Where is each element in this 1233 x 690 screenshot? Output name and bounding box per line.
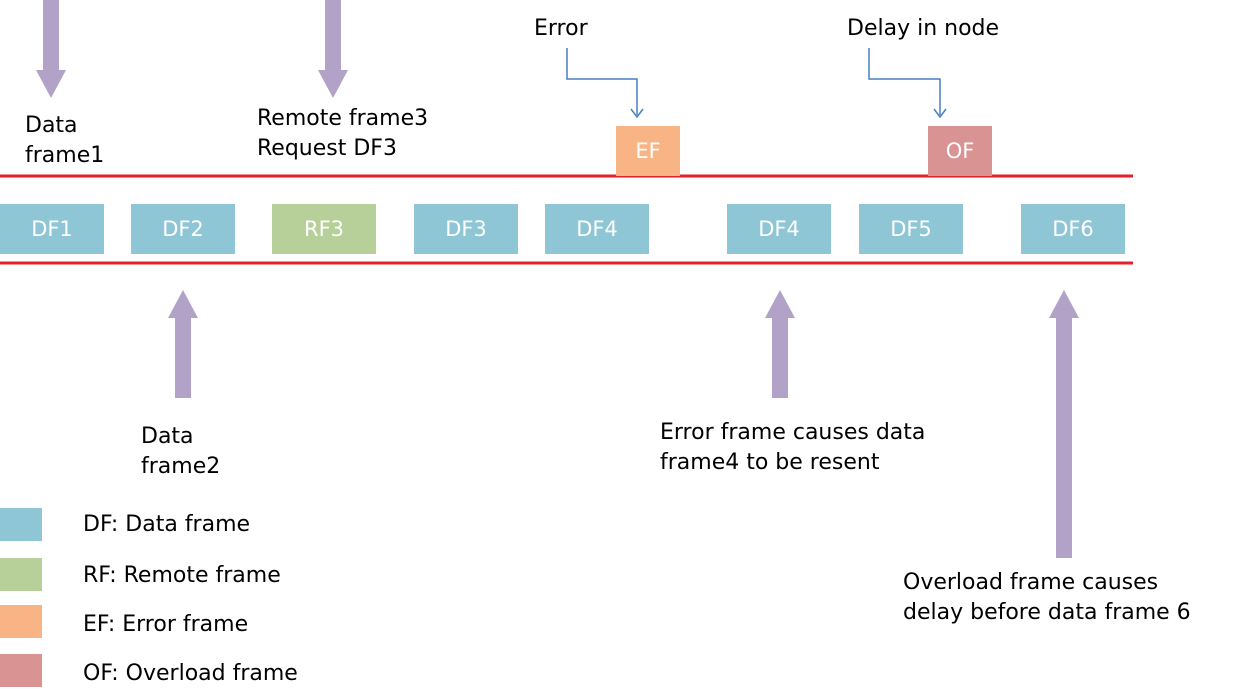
arrow-up-error-resend: [765, 290, 795, 398]
bus-frame-label: RF3: [303, 217, 345, 241]
bus-frame-df6: DF6: [1021, 204, 1125, 254]
overload-frame-box: OF: [928, 126, 992, 176]
legend-swatch-remote: [0, 558, 42, 591]
legend-swatch-overload: [0, 654, 42, 687]
annotation-line: frame2: [141, 454, 221, 479]
overload-frame-label: OF: [945, 139, 975, 163]
annotation-line: Remote frame3: [257, 106, 429, 131]
annotation-error-resend: Error frame causes data frame4 to be res…: [660, 418, 925, 478]
bus-frame-df3: DF3: [414, 204, 518, 254]
bus-frame-df2: DF2: [131, 204, 235, 254]
legend-label-remote: RF: Remote frame: [83, 563, 281, 588]
annotation-line: Error frame causes data: [660, 420, 926, 445]
bus-frame-label: DF2: [162, 217, 204, 241]
annotation-line: delay before data frame 6: [903, 600, 1191, 625]
arrow-down-data-frame1: [36, 0, 66, 98]
bus-frame-label: DF4: [758, 217, 800, 241]
bus-frame-label: DF4: [576, 217, 618, 241]
error-frame-box: EF: [616, 126, 680, 176]
annotation-line: Data: [141, 424, 194, 449]
annotation-line: frame1: [25, 143, 105, 168]
arrow-up-data-frame2: [168, 290, 198, 398]
annotation-line: Overload frame causes: [903, 570, 1159, 595]
annotation-overload-delay: Overload frame causes delay before data …: [903, 568, 1191, 628]
legend-label-error: EF: Error frame: [83, 612, 249, 637]
bus-frame-df1: DF1: [0, 204, 104, 254]
legend-swatch-data: [0, 508, 42, 541]
annotation-data-frame2: Data frame2: [141, 422, 220, 482]
annotation-line: Data: [25, 113, 78, 138]
legend-label-overload: OF: Overload frame: [83, 661, 298, 686]
bus-frame-label: DF6: [1052, 217, 1094, 241]
annotation-remote-frame3: Remote frame3 Request DF3: [257, 104, 428, 164]
bus-frame-df4-resent: DF4: [727, 204, 831, 254]
bus-frame-label: DF1: [31, 217, 73, 241]
legend-swatch-error: [0, 605, 42, 638]
annotation-line: frame4 to be resent: [660, 450, 880, 475]
bus-frame-label: DF5: [890, 217, 932, 241]
annotation-delay-in-node: Delay in node: [847, 16, 1000, 41]
bus-frame-df4: DF4: [545, 204, 649, 254]
callout-delay-connector: [868, 48, 947, 119]
arrow-up-overload-delay: [1049, 290, 1079, 558]
callout-error-connector: [566, 48, 644, 119]
bus-frame-label: DF3: [445, 217, 487, 241]
arrow-down-remote-frame3: [318, 0, 348, 98]
error-frame-label: EF: [635, 139, 661, 163]
bus-frame-df5: DF5: [859, 204, 963, 254]
bus-frame-rf3: RF3: [272, 204, 376, 254]
annotation-error: Error: [534, 16, 588, 41]
legend-label-data: DF: Data frame: [83, 512, 251, 537]
annotation-line: Request DF3: [257, 136, 397, 161]
annotation-data-frame1: Data frame1: [25, 111, 104, 171]
